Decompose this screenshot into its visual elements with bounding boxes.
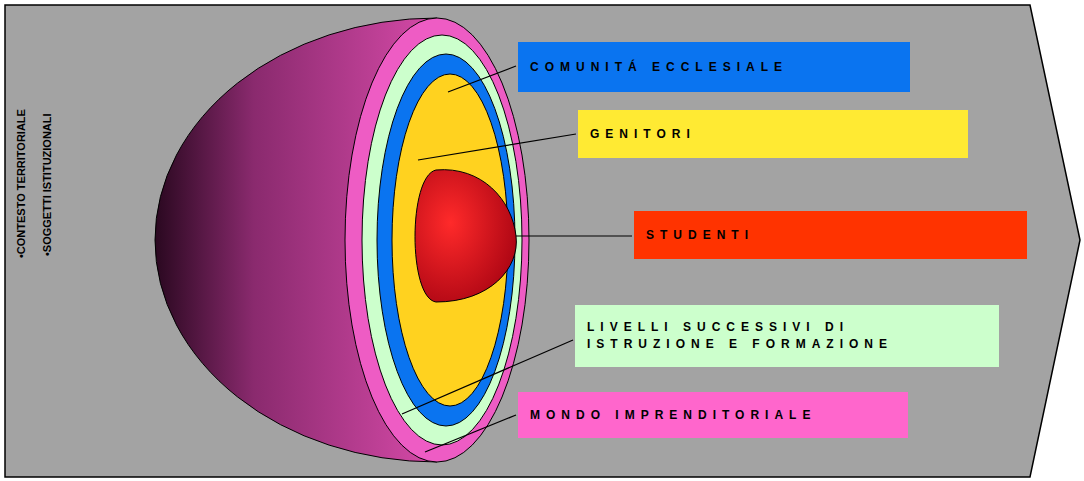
label-box: GENITORI bbox=[578, 110, 968, 158]
arrow-background bbox=[5, 5, 1080, 477]
label-box: COMUNITÁ ECCLESIALE bbox=[518, 42, 910, 92]
label-text: MONDO IMPRENDITORIALE bbox=[530, 407, 816, 424]
leader-line bbox=[448, 66, 516, 92]
leader-line bbox=[418, 134, 576, 160]
label-box: STUDENTI bbox=[634, 211, 1027, 259]
green-ring bbox=[362, 35, 522, 445]
label-box: MONDO IMPRENDITORIALE bbox=[518, 392, 908, 438]
red-core bbox=[415, 170, 516, 302]
label-box: LIVELLI SUCCESSIVI DI ISTRUZIONE E FORMA… bbox=[575, 305, 999, 367]
side-label: •SOGGETTI ISTITUZIONALI bbox=[40, 113, 54, 256]
label-text: LIVELLI SUCCESSIVI DI ISTRUZIONE E FORMA… bbox=[587, 319, 987, 353]
label-text: GENITORI bbox=[590, 126, 696, 143]
leader-line bbox=[516, 235, 632, 236]
outer-pink-ring bbox=[345, 18, 529, 462]
label-text: STUDENTI bbox=[646, 227, 754, 244]
leader-line bbox=[425, 415, 516, 452]
side-label: •CONTESTO TERRITORIALE bbox=[14, 109, 28, 258]
label-text: COMUNITÁ ECCLESIALE bbox=[530, 59, 788, 76]
